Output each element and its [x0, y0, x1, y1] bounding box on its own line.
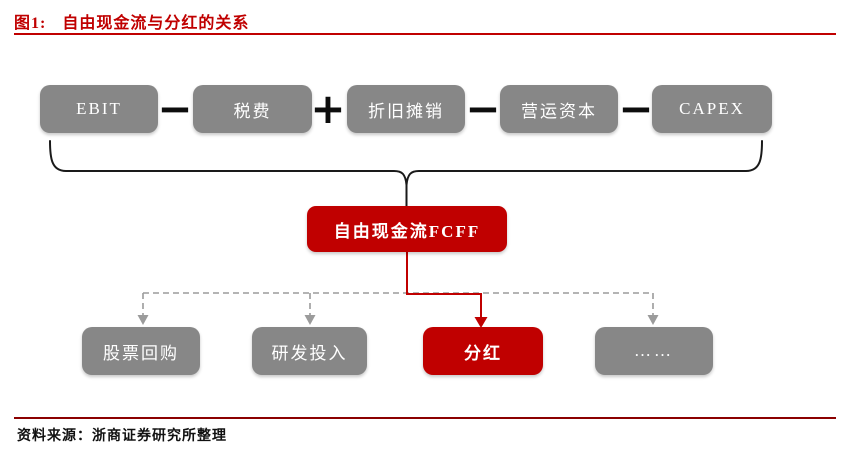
node-share-buyback: 股票回购: [82, 327, 200, 375]
node-rd-investment: 研发投入: [252, 327, 367, 375]
title-divider: [14, 33, 836, 35]
node-depreciation-amortization: 折旧摊销: [347, 85, 465, 133]
node-capex: CAPEX: [652, 85, 772, 133]
source-note: 资料来源：浙商证券研究所整理: [17, 429, 227, 444]
figure-title: 图1: 自由现金流与分红的关系: [14, 9, 249, 33]
red-arrow-line: [406, 252, 482, 318]
figure-number: 图1:: [14, 15, 47, 32]
node-ellipsis: ……: [595, 327, 713, 375]
operator-plus: +: [310, 84, 346, 133]
node-ebit: EBIT: [40, 85, 158, 133]
footer-divider: [14, 417, 836, 419]
dashed-arrowhead-rd: [304, 315, 316, 325]
brace-curve: [49, 140, 763, 186]
node-fcff: 自由现金流FCFF: [307, 206, 507, 252]
dashed-arrowhead-buyback: [137, 315, 149, 325]
operator-minus-1: −: [157, 84, 193, 133]
dashed-arrowhead-etc: [647, 315, 659, 325]
operator-minus-2: −: [465, 84, 501, 133]
operator-minus-3: −: [618, 84, 654, 133]
figure-title-text: 自由现金流与分红的关系: [62, 15, 250, 32]
node-working-capital: 营运资本: [500, 85, 618, 133]
node-dividend: 分红: [423, 327, 543, 375]
node-taxes: 税费: [193, 85, 312, 133]
